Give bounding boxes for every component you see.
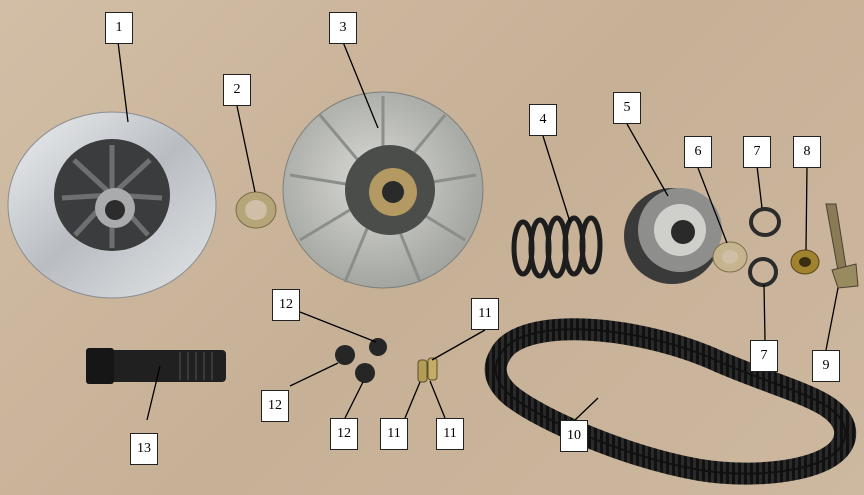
part-washer	[235, 191, 277, 229]
callout-label: 9	[812, 350, 840, 382]
callout-label: 1	[105, 12, 133, 44]
part-rollers	[335, 338, 387, 383]
part-shaft	[86, 348, 226, 384]
part-small-bushings	[417, 357, 438, 383]
leader-lines	[117, 41, 839, 421]
callout-label: 13	[130, 433, 158, 465]
callout-label: 5	[613, 92, 641, 124]
part-nut	[790, 249, 820, 275]
part-circlips	[748, 207, 781, 287]
callout-label: 11	[471, 298, 499, 330]
callout-label: 3	[329, 12, 357, 44]
callout-label: 7	[750, 340, 778, 372]
part-thrust-washer	[712, 241, 748, 273]
callout-label: 7	[743, 136, 771, 168]
callout-label: 6	[684, 136, 712, 168]
callout-label: 2	[223, 74, 251, 106]
callout-label: 12	[330, 418, 358, 450]
callout-label: 11	[380, 418, 408, 450]
part-fixed-sheave	[7, 111, 217, 299]
callout-label: 12	[261, 390, 289, 422]
part-cam	[624, 188, 722, 284]
part-drive-belt	[484, 318, 857, 485]
callout-label: 8	[793, 136, 821, 168]
part-movable-sheave	[282, 91, 484, 289]
part-bolt	[825, 203, 859, 289]
callout-label: 4	[529, 104, 557, 136]
callout-label: 12	[272, 289, 300, 321]
part-spring	[511, 215, 603, 279]
callout-label: 11	[436, 418, 464, 450]
callout-label: 10	[560, 420, 588, 452]
